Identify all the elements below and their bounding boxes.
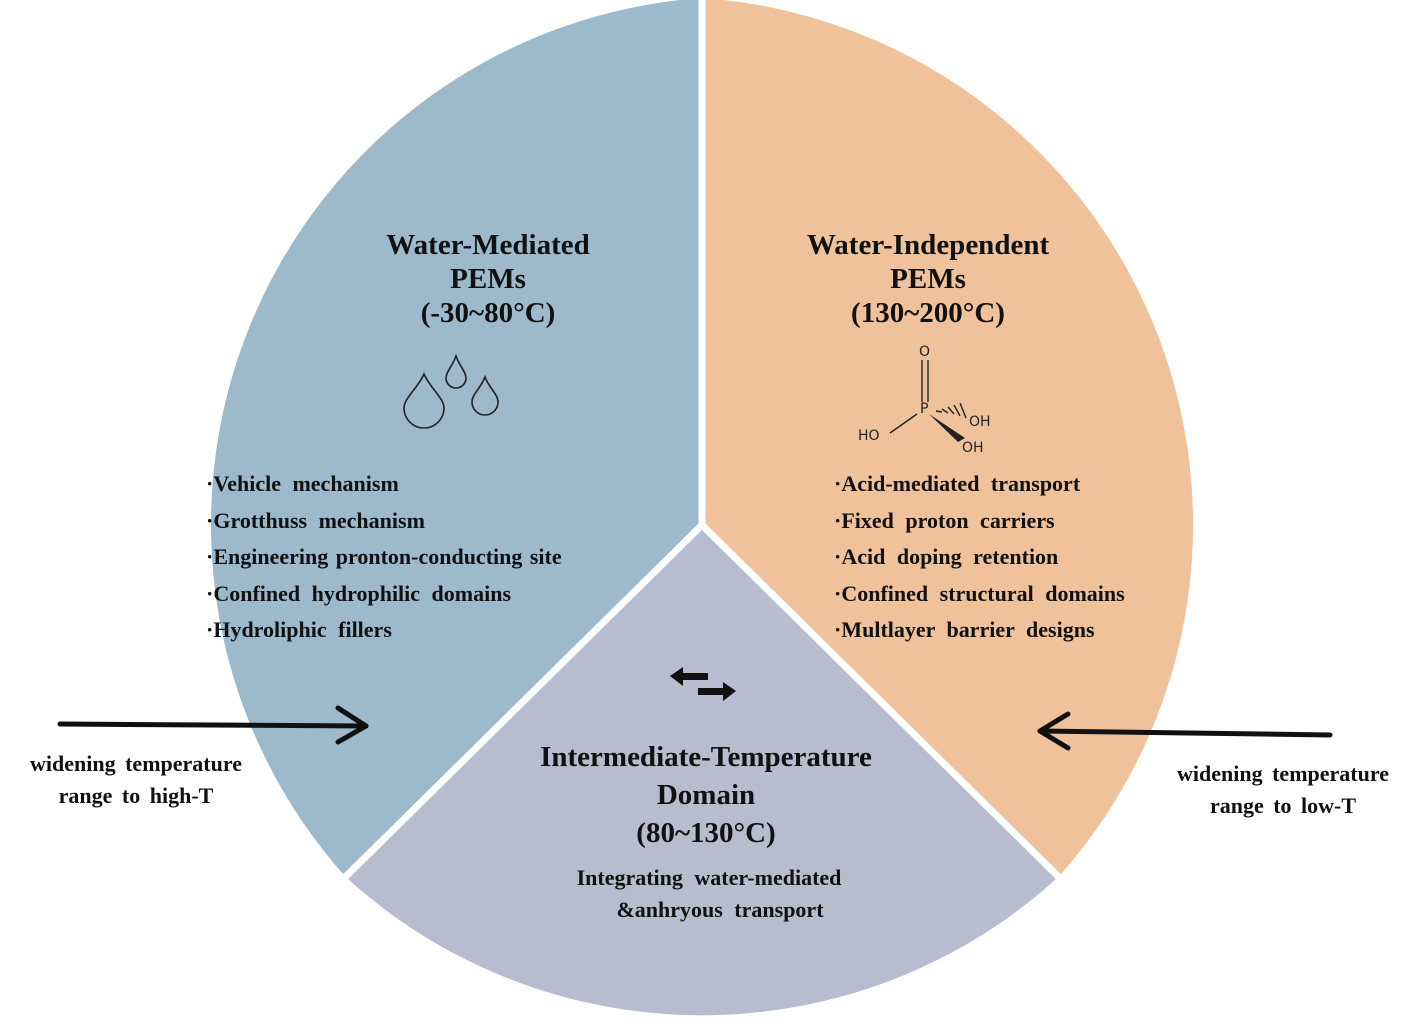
water-independent-bullet: ·Confined structural domains: [834, 580, 1125, 606]
phosphoric-acid-structure-icon: [889, 360, 967, 442]
water-mediated-bullet: ·Vehicle mechanism: [206, 471, 399, 496]
left-side-note: widening temperature range to high-T: [0, 748, 272, 812]
left-arrow-to-high-t: [57, 705, 369, 745]
water-mediated-bullet: ·Grotthuss mechanism: [206, 507, 425, 533]
water-independent-title-line2: PEMs: [890, 263, 966, 295]
water-mediated-bullet: ·Confined hydrophilic domains: [206, 580, 512, 606]
intermediate-temp: (80~130°C): [636, 817, 776, 849]
intermediate-title-line2: Domain: [656, 779, 756, 811]
structure-oh-right-label: OH: [969, 414, 991, 430]
water-mediated-title: Water-Mediated PEMs (-30~80°C): [338, 228, 638, 330]
water-mediated-title-line1: Water-Mediated: [386, 229, 590, 261]
intermediate-description: Integrating water-mediated &anhryous tra…: [500, 862, 930, 926]
water-independent-bullet: ·Acid doping retention: [834, 544, 1059, 569]
water-mediated-temp: (-30~80°C): [420, 297, 556, 329]
water-independent-bullets: ·Acid-mediated transport ·Fixed proton c…: [834, 466, 1125, 649]
intermediate-title-line1: Intermediate-Temperature: [540, 741, 872, 773]
water-independent-bullet: ·Fixed proton carriers: [834, 507, 1055, 533]
structure-p-label: P: [920, 401, 929, 417]
water-independent-bullet: ·Multlayer barrier designs: [834, 617, 1095, 642]
intermediate-title: Intermediate-Temperature Domain (80~130°…: [496, 740, 916, 850]
right-side-note: widening temperature range to low-T: [1148, 758, 1418, 822]
water-mediated-bullets: ·Vehicle mechanism ·Grotthuss mechanism …: [206, 466, 562, 649]
structure-o-label: O: [919, 344, 931, 360]
water-independent-title-line1: Water-Independent: [806, 229, 1050, 261]
right-note-line2: range to low-T: [1209, 793, 1357, 818]
water-mediated-bullet: ·Engineering pronton-conducting site: [206, 544, 562, 569]
left-note-line1: widening temperature: [30, 751, 242, 776]
intermediate-sector: [345, 525, 1059, 1016]
right-note-line1: widening temperature: [1177, 761, 1389, 786]
water-mediated-bullet: ·Hydroliphic fillers: [206, 617, 392, 642]
water-independent-sector: [702, 0, 1194, 877]
left-note-line2: range to high-T: [58, 783, 214, 808]
structure-ho-label: HO: [858, 428, 880, 444]
water-mediated-title-line2: PEMs: [450, 263, 526, 295]
water-mediated-sector: [210, 0, 702, 877]
water-independent-temp: (130~200°C): [851, 297, 1005, 329]
right-arrow-to-low-t: [1037, 711, 1333, 751]
exchange-arrows-icon: [670, 667, 736, 701]
intermediate-desc-line1: Integrating water-mediated: [576, 865, 842, 890]
water-independent-title: Water-Independent PEMs (130~200°C): [768, 228, 1088, 330]
water-drops-icon: [403, 353, 499, 429]
intermediate-desc-line2: &anhryous transport: [616, 897, 824, 922]
water-independent-bullet: ·Acid-mediated transport: [834, 471, 1081, 496]
sector-dividers: [342, 0, 1062, 881]
structure-oh-bottom-label: OH: [962, 440, 984, 456]
